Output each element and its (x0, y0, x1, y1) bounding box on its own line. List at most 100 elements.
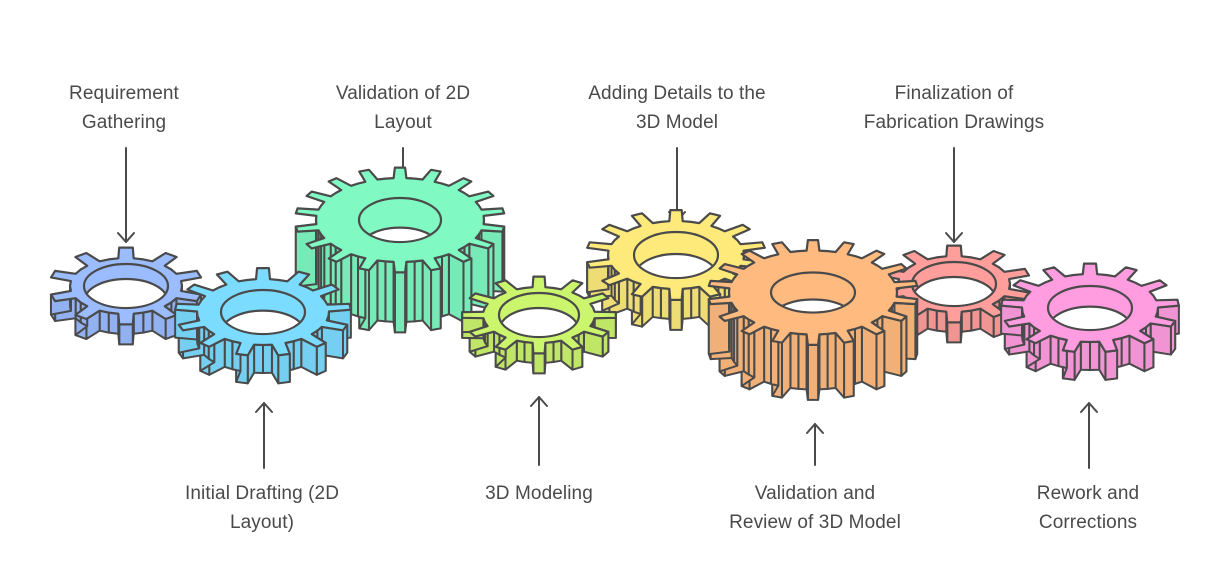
gear-wall (441, 253, 450, 318)
label-line: 3D Modeling (485, 483, 593, 504)
gear-hole-opening (85, 277, 167, 307)
label-3d-modeling: 3D Modeling (409, 479, 669, 508)
label-line: Adding Details to the (588, 83, 766, 104)
label-line: Validation and (754, 483, 876, 504)
gear-wall (107, 311, 120, 335)
gear-validation-2d-layout (294, 166, 506, 334)
gear-wall (1120, 334, 1131, 368)
gear-wall (384, 260, 395, 323)
arrow-up-icon (255, 402, 273, 413)
connector-arrow-initial-drafting (255, 402, 273, 469)
gear-wall (659, 287, 671, 320)
gear-wall (118, 323, 134, 346)
gear-wall (223, 337, 234, 371)
gear-wall (681, 287, 693, 320)
gear-3d-modeling (461, 275, 617, 375)
gear-wall (350, 253, 359, 318)
gear-wall (818, 332, 829, 391)
gear-wall (707, 295, 731, 356)
gear-wall (405, 260, 416, 323)
gear-wall (960, 309, 973, 333)
gear-wall (532, 352, 546, 375)
gear-wall (860, 325, 878, 391)
connector-arrow-rework-corrections (1080, 402, 1098, 469)
gear-wall (935, 309, 948, 333)
gear-wall (789, 331, 800, 390)
arrow-down-icon (117, 232, 135, 243)
gear-wall (669, 298, 683, 331)
gear-wall (421, 259, 433, 332)
gear-validation-review-3d (707, 239, 919, 401)
gear-wall (1049, 334, 1060, 368)
gear-wall (651, 285, 662, 320)
gear-wall (854, 325, 863, 385)
gear-wall (277, 352, 291, 385)
arrow-up-icon (530, 396, 548, 407)
gear-hole-opening (913, 275, 995, 305)
label-requirement-gathering: Requirement Gathering (0, 79, 254, 137)
label-line: Validation of 2D (335, 83, 471, 104)
gear-hole-opening (360, 226, 440, 241)
gear-wall (253, 343, 264, 374)
connector-arrow-3d-modeling (530, 396, 548, 466)
gear-wall (690, 285, 701, 320)
gear-wall (875, 330, 886, 391)
arrow-down-icon (945, 232, 963, 243)
label-line: Rework and (1036, 483, 1140, 504)
arrow-up-icon (806, 423, 824, 434)
gear-wall (376, 259, 387, 323)
gear-wall (132, 311, 145, 335)
label-line: Finalization of (894, 83, 1014, 104)
gear-hole-opening (222, 309, 304, 333)
gear-wall (413, 259, 424, 323)
gear-wall (1104, 349, 1119, 381)
gear-hole-opening (500, 306, 578, 336)
gear-initial-drafting (174, 267, 352, 385)
gear-wall (430, 267, 442, 332)
gear-wall (797, 332, 808, 391)
connector-arrow-validation-review-3d (806, 423, 824, 466)
connector-arrow-requirement-gathering (117, 147, 135, 243)
gear-wall (826, 331, 837, 390)
gear-wall (315, 341, 327, 376)
gear-wall (292, 337, 303, 371)
label-adding-details: Adding Details to the 3D Model (547, 79, 807, 137)
gear-wall (142, 309, 154, 334)
label-initial-drafting: Initial Drafting (2D Layout) (132, 479, 392, 537)
gear-wall (1143, 338, 1155, 373)
label-line: Review of 3D Model (729, 512, 901, 533)
gear-wall (1079, 340, 1091, 371)
gear-wall (806, 343, 820, 401)
gear-wall (393, 271, 407, 334)
label-line: 3D Model (635, 112, 719, 133)
gear-hole-opening (635, 252, 717, 277)
label-line: Requirement (69, 83, 179, 104)
gear-wall (262, 343, 273, 374)
gear-wall (843, 339, 855, 399)
gear-wall (544, 341, 555, 364)
label-line: Layout (374, 112, 432, 133)
gear-wall (515, 339, 526, 364)
gear-wall (926, 307, 938, 332)
label-finalization-fabrication: Finalization of Fabrication Drawings (824, 79, 1084, 137)
label-rework-corrections: Rework and Corrections (958, 479, 1218, 537)
gear-wall (552, 339, 563, 364)
gear-wall (946, 321, 962, 344)
arrow-up-icon (1080, 402, 1098, 413)
gear-wall (367, 259, 379, 332)
label-line: Corrections (1038, 512, 1138, 533)
gear-wall (1089, 340, 1101, 371)
gear-rework-corrections (999, 262, 1181, 381)
gear-wall (523, 341, 534, 364)
label-line: Initial Drafting (2D (184, 483, 340, 504)
label-validation-2d-layout: Validation of 2D Layout (273, 79, 533, 137)
connector-arrow-finalization-fabrication (945, 147, 963, 243)
label-line: Layout) (229, 512, 295, 533)
gears-layer (49, 166, 1181, 401)
gear-wall (98, 309, 110, 334)
label-line: Fabrication Drawings (863, 112, 1045, 133)
gear-hole-opening (1049, 305, 1131, 329)
gear-wall (763, 325, 772, 385)
